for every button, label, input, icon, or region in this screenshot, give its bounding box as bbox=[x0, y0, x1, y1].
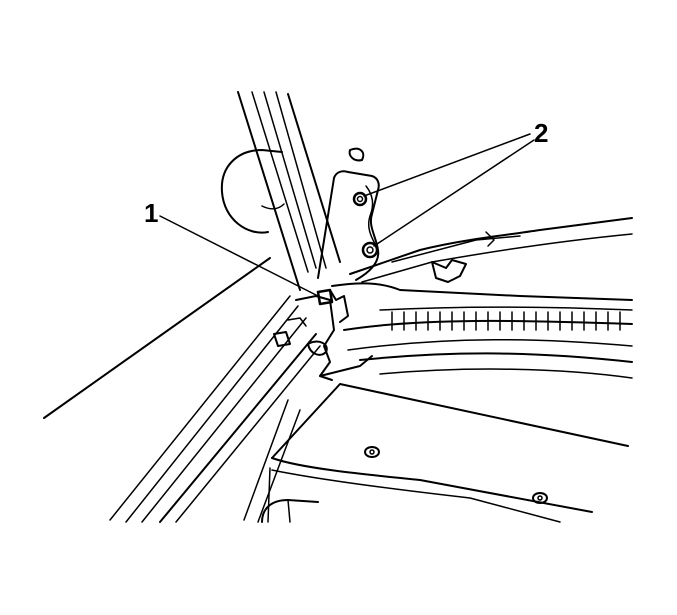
retaining-nut bbox=[316, 288, 334, 306]
wiper-arm-upper bbox=[349, 217, 633, 283]
callout-2-label: 2 bbox=[534, 118, 549, 148]
cowl-panel bbox=[329, 282, 633, 379]
body-edges bbox=[43, 257, 321, 523]
leader-line-1 bbox=[159, 215, 319, 297]
callout-1-label: 1 bbox=[144, 198, 159, 228]
screw-right bbox=[532, 492, 548, 504]
hinge-bracket bbox=[317, 147, 380, 281]
pillar-edge bbox=[237, 91, 341, 291]
bolt-upper bbox=[352, 191, 368, 207]
leader-lines-2 bbox=[363, 133, 535, 247]
screw-left bbox=[364, 446, 380, 458]
cowl-ribs bbox=[391, 311, 621, 331]
bolt-lower bbox=[361, 241, 379, 259]
lower-housing bbox=[261, 383, 629, 523]
